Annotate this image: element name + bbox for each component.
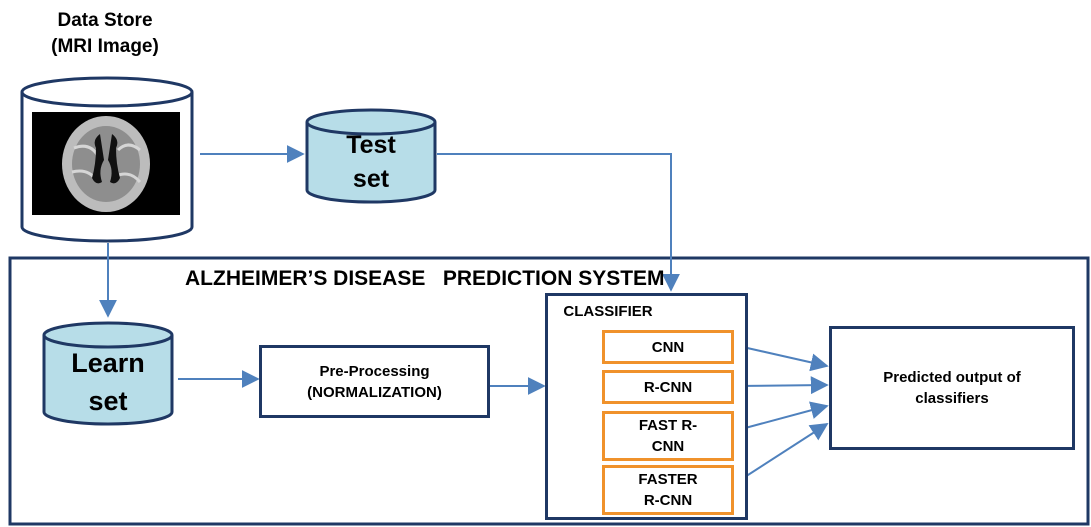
arrow-fastrcnn-to-output [733, 401, 829, 432]
model-label-faster-rcnn-line2: R-CNN [643, 492, 693, 509]
test-set-label: Test set [307, 128, 435, 196]
model-box-rcnn: R-CNN [602, 370, 734, 404]
output-label-line2: classifiers [915, 390, 989, 407]
data-store-title: Data Store (MRI Image) [10, 8, 200, 60]
classifier-title: CLASSIFIER [563, 303, 653, 320]
model-label-rcnn: R-CNN [643, 378, 693, 396]
test-set-label-line2: set [352, 165, 390, 193]
model-box-fast-rcnn: FAST R- CNN [602, 411, 734, 461]
model-box-cnn: CNN [602, 330, 734, 364]
output-box: Predicted output of classifiers [829, 326, 1075, 450]
model-label-faster-rcnn-line1: FASTER [638, 471, 698, 488]
learn-set-label-line2: set [88, 386, 128, 416]
learn-set-label-line1: Learn [71, 348, 145, 378]
preprocessing-label-line1: Pre-Processing [319, 362, 430, 380]
arrow-test-to-classifier [437, 153, 680, 292]
model-box-faster-rcnn: FASTER R-CNN [602, 465, 734, 515]
arrow-cnn-to-output [733, 344, 829, 372]
learn-set-label: Learn set [44, 344, 172, 420]
preprocessing-box: Pre-Processing (NORMALIZATION) [259, 345, 490, 418]
learn-set-cylinder [42, 321, 174, 426]
model-label-fast-rcnn-line2: CNN [651, 438, 685, 455]
data-store-title-line1: Data Store [57, 10, 153, 31]
system-frame [8, 256, 1090, 526]
preprocessing-label-line2: (NORMALIZATION) [307, 383, 442, 401]
arrow-rcnn-to-output [733, 376, 829, 395]
model-label-cnn: CNN [651, 338, 685, 356]
model-label-fast-rcnn-line1: FAST R- [638, 417, 698, 434]
system-title: ALZHEIMER’S DISEASE PREDICTION SYSTEM [185, 267, 665, 290]
output-label-line1: Predicted output of [883, 369, 1021, 386]
mri-brain-image [32, 112, 180, 215]
test-set-label-line1: Test [346, 131, 396, 159]
data-store-title-line2: (MRI Image) [51, 36, 159, 57]
test-set-cylinder [305, 108, 437, 204]
arrow-fasterrcnn-to-output [733, 423, 829, 485]
